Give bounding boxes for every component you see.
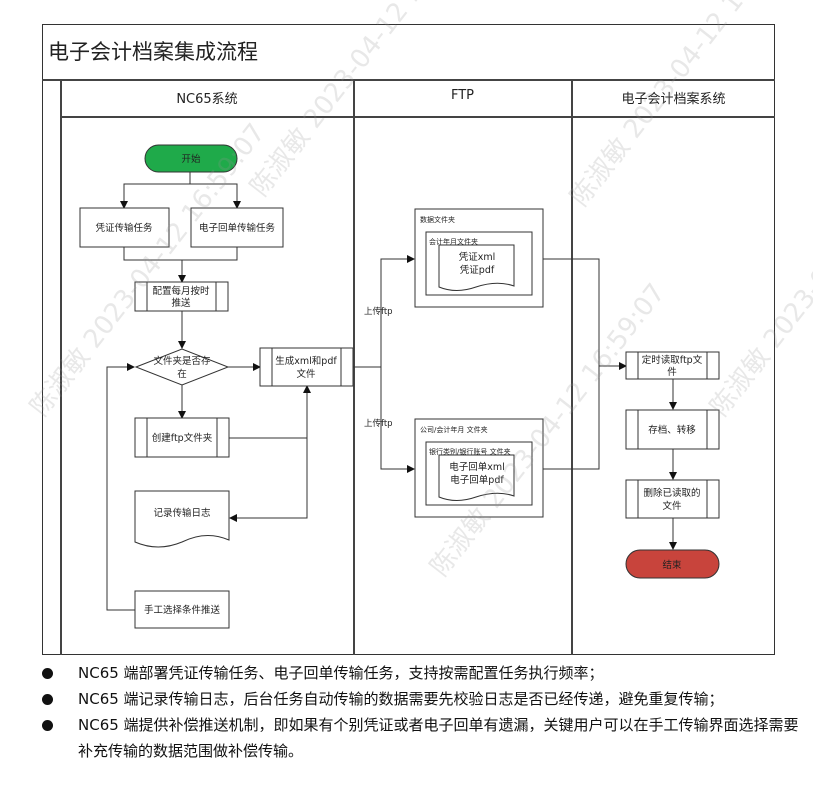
manual-push-label: 手工选择条件推送 <box>144 604 221 616</box>
delete-read-files-node: 删除已读取的 文件 <box>625 479 720 519</box>
header-divider <box>60 116 775 118</box>
notes-list: NC65 端部署凭证传输任务、电子回单传输任务，支持按需配置任务执行频率； NC… <box>40 660 810 764</box>
folder2-file-xml: 电子回单xml <box>449 461 505 473</box>
read-files-label-1: 定时读取ftp文 <box>642 354 703 366</box>
decision-label-1: 文件夹是否存 <box>153 355 211 367</box>
ftp-folder-vouchers: 数据文件夹 会计年月文件夹 凭证xml 凭证pdf <box>414 208 544 308</box>
bullet-icon <box>42 668 53 679</box>
connector-ftp-merge <box>543 258 600 470</box>
generate-label-1: 生成xml和pdf <box>275 355 337 367</box>
connector-start-voucher <box>120 172 191 209</box>
connector-start-receipt <box>190 183 241 209</box>
generate-files-node: 生成xml和pdf 文件 <box>259 347 354 387</box>
start-node: 开始 <box>144 144 238 173</box>
bullet-icon <box>42 694 53 705</box>
read-ftp-files-node: 定时读取ftp文 件 <box>625 351 720 380</box>
receipt-task-node: 电子回单传输任务 <box>190 207 284 248</box>
note-item: NC65 端提供补偿推送机制，即如果有个别凭证或者电子回单有遗漏，关键用户可以在… <box>40 712 810 764</box>
receipt-task-label: 电子回单传输任务 <box>199 222 276 234</box>
folder2-outer-label: 公司/会计年月 文件夹 <box>420 425 488 434</box>
note-text: NC65 端记录传输日志，后台任务自动传输的数据需要先校验日志是否已经传递，避免… <box>78 690 724 708</box>
lane-divider-2 <box>571 79 573 655</box>
title-divider <box>42 79 775 81</box>
note-item: NC65 端记录传输日志，后台任务自动传输的数据需要先校验日志是否已经传递，避免… <box>40 686 810 712</box>
log-label: 记录传输日志 <box>153 507 210 519</box>
ftp-folder-receipts: 公司/会计年月 文件夹 银行类别/银行账号 文件夹 电子回单xml 电子回单pd… <box>414 418 544 518</box>
lane-gutter-divider <box>60 79 62 655</box>
config-schedule-node: 配置每月按时 推送 <box>134 281 229 312</box>
folder1-outer-label: 数据文件夹 <box>420 215 455 224</box>
delete-label-1: 删除已读取的 <box>643 487 700 499</box>
config-label-2: 推送 <box>171 297 191 309</box>
connector-create-generate <box>229 385 311 439</box>
create-ftp-folder-node: 创建ftp文件夹 <box>134 417 230 458</box>
read-files-label-2: 件 <box>667 366 677 378</box>
connector-tasks-merge <box>123 247 238 261</box>
config-label-1: 配置每月按时 <box>152 285 210 297</box>
diagram-title: 电子会计档案集成流程 <box>48 40 258 64</box>
connector-upload-2 <box>380 367 415 473</box>
voucher-task-node: 凭证传输任务 <box>79 207 170 248</box>
bullet-icon <box>42 720 53 731</box>
archive-label: 存档、转移 <box>648 424 696 436</box>
voucher-task-label: 凭证传输任务 <box>95 222 153 234</box>
upload-ftp-label-1: 上传ftp <box>364 306 393 317</box>
manual-push-node: 手工选择条件推送 <box>134 590 230 629</box>
start-label: 开始 <box>181 153 201 165</box>
folder2-inner-label: 银行类别/银行账号 文件夹 <box>429 447 511 456</box>
transfer-log-document: 记录传输日志 <box>134 490 230 548</box>
lane-header-nc65: NC65系统 <box>176 92 238 107</box>
end-label: 结束 <box>662 559 682 571</box>
lane-header-archive: 电子会计档案系统 <box>621 92 726 107</box>
flowchart: 开始 凭证传输任务 电子回单传输任务 配置每月按时 推送 文件夹是否存 在 生成… <box>79 144 720 629</box>
note-item: NC65 端部署凭证传输任务、电子回单传输任务，支持按需配置任务执行频率； <box>40 660 810 686</box>
connector-generate-log <box>229 438 308 522</box>
folder2-file-pdf: 电子回单pdf <box>450 474 504 486</box>
folder-exists-decision: 文件夹是否存 在 <box>134 348 230 386</box>
folder1-inner-label: 会计年月文件夹 <box>429 237 478 246</box>
note-text: NC65 端提供补偿推送机制，即如果有个别凭证或者电子回单有遗漏，关键用户可以在… <box>78 716 799 760</box>
archive-transfer-node: 存档、转移 <box>625 409 720 450</box>
upload-ftp-label-2: 上传ftp <box>364 418 393 429</box>
decision-label-2: 在 <box>177 368 187 380</box>
generate-label-2: 文件 <box>296 368 316 380</box>
lane-header-ftp: FTP <box>450 88 475 103</box>
delete-label-2: 文件 <box>662 500 682 512</box>
create-folder-label: 创建ftp文件夹 <box>152 432 213 444</box>
connector-upload-1 <box>380 255 415 367</box>
end-node: 结束 <box>625 549 720 579</box>
connector-manual-decision <box>106 363 135 611</box>
folder1-file-xml: 凭证xml <box>459 251 496 263</box>
note-text: NC65 端部署凭证传输任务、电子回单传输任务，支持按需配置任务执行频率； <box>78 664 604 682</box>
folder1-file-pdf: 凭证pdf <box>460 264 495 276</box>
diagram-frame <box>42 24 775 655</box>
